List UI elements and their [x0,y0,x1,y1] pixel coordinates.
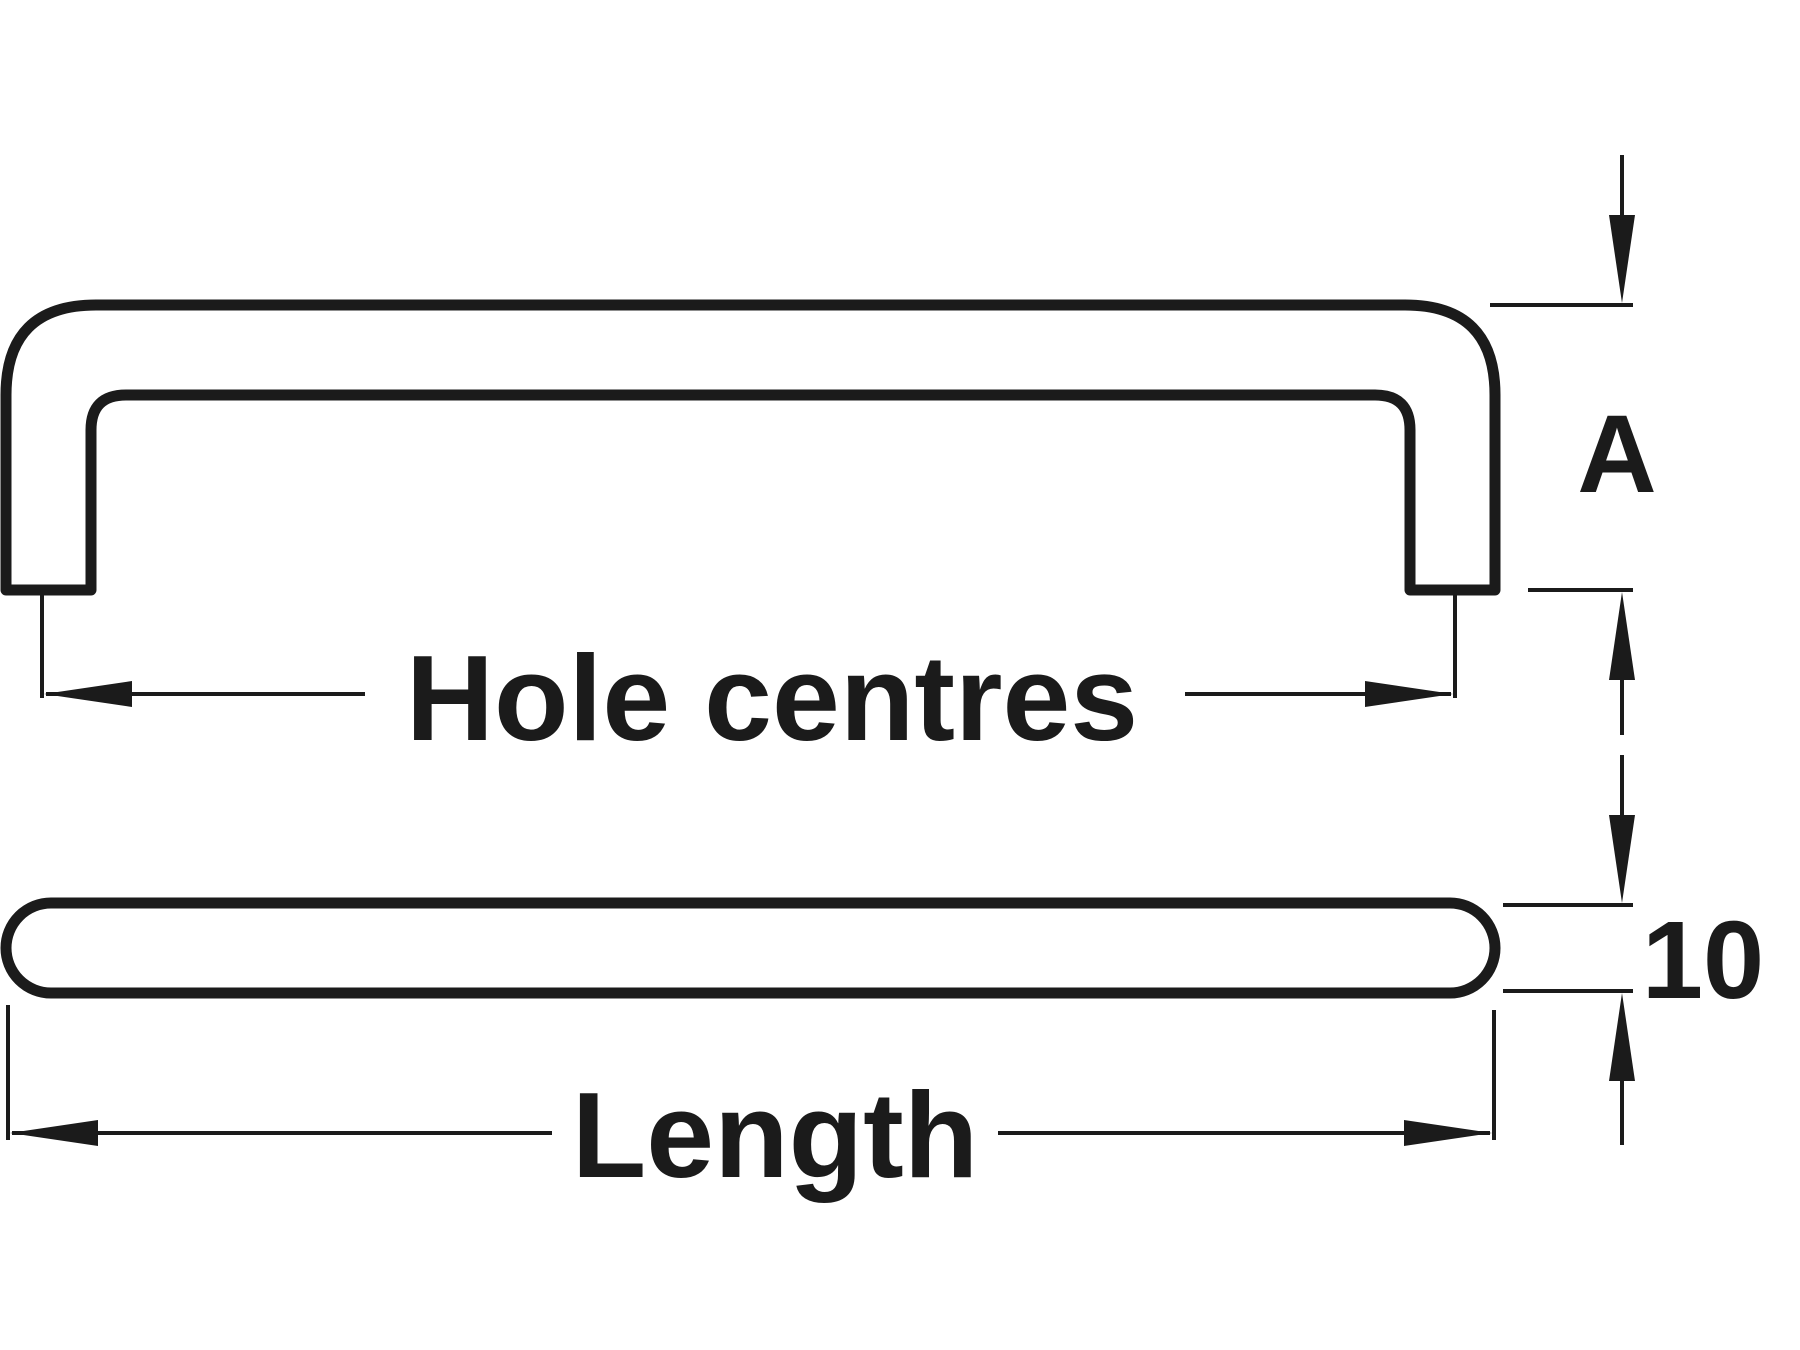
ten-arrow-bottom [1609,993,1635,1081]
ten-label: 10 [1642,899,1764,1022]
length-arrow-right [1404,1120,1492,1146]
handle-profile-outline [0,299,1501,596]
handle-top-view [0,897,1501,999]
length-label: Length [572,1067,979,1203]
length-arrow-left [10,1120,98,1146]
hole-centres-arrow-right [1365,681,1453,707]
a-dimension: A [1490,155,1657,735]
handle-bar-top-outline [0,897,1501,999]
a-label: A [1577,393,1656,516]
hole-centres-arrow-left [44,681,132,707]
length-dimension: Length [6,1005,1496,1203]
a-arrow-bottom [1609,592,1635,680]
handle-side-view [0,299,1501,698]
hole-centres-dimension: Hole centres [44,630,1453,766]
ten-dimension: 10 [1503,755,1764,1145]
ten-arrow-top [1609,815,1635,903]
hole-centres-label: Hole centres [406,630,1138,766]
a-arrow-top [1609,215,1635,303]
